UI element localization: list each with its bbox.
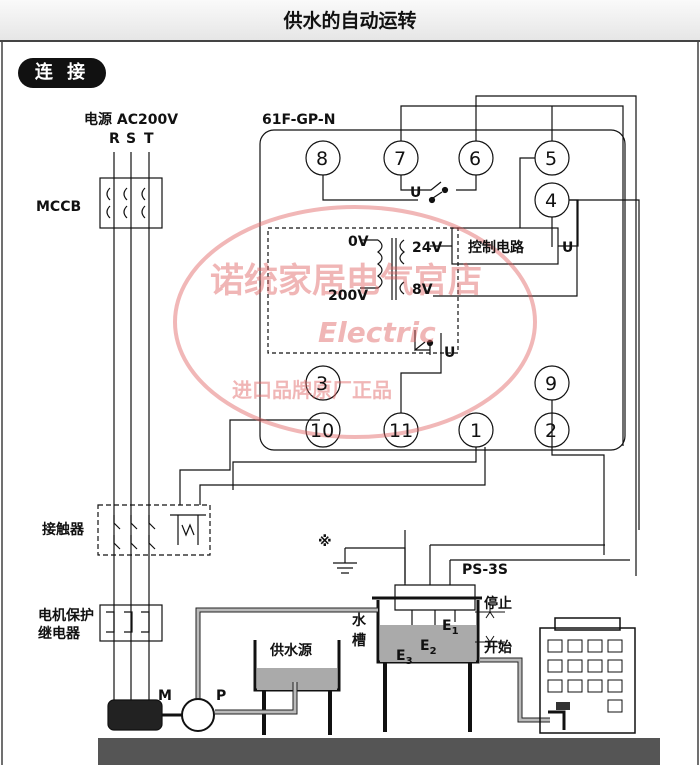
contactor-box (97, 504, 211, 556)
terminal-5-label: 5 (545, 148, 557, 170)
ground-strip (98, 738, 660, 765)
electrode-e3: E3 (396, 648, 413, 667)
tank-label-2: 槽 (352, 632, 366, 649)
terminal-10 (305, 412, 341, 448)
building-shape (539, 627, 636, 734)
watermark-en: Electric (318, 316, 436, 349)
watermark-cn: 诺统家居电气官店 (210, 261, 482, 301)
electrode-e1: E1 (442, 618, 459, 637)
terminal-11-label: 11 (389, 420, 413, 442)
relay-model: 61F-GP-N (262, 112, 335, 128)
pump-label: P (216, 688, 226, 704)
motor-relay-box (99, 604, 163, 642)
terminal-3-label: 3 (316, 373, 328, 395)
motor-label: M (158, 688, 172, 704)
page-title: 供水的自动运转 (0, 0, 700, 42)
watermark-sub: 进口品牌原厂正品 (232, 378, 392, 402)
terminal-3 (305, 365, 341, 401)
electrode-e2: E2 (420, 638, 437, 657)
phase-t: T (144, 131, 154, 147)
voltage-24v: 24V (412, 240, 442, 256)
voltage-0v: 0V (348, 234, 369, 250)
terminal-10-label: 10 (310, 420, 334, 442)
pump-shape (181, 698, 215, 732)
terminal-2-label: 2 (545, 420, 557, 442)
relay-contact-u-bottom: U (444, 345, 455, 361)
start-label: 开始 (484, 639, 512, 656)
contactor-label: 接触器 (42, 521, 85, 538)
terminal-6-label: 6 (469, 148, 481, 170)
control-u-label: U (562, 240, 573, 256)
tank-label-1: 水 (352, 612, 367, 629)
terminal-7-label: 7 (394, 148, 406, 170)
motor-relay-label-2: 继电器 (38, 625, 81, 642)
terminal-4-label: 4 (545, 190, 557, 212)
terminal-8-label: 8 (316, 148, 328, 170)
mccb-label: MCCB (36, 199, 81, 215)
ground-mark: ※ (318, 534, 332, 550)
terminal-1-label: 1 (470, 420, 482, 442)
motor-relay-label-1: 电机保护 (38, 607, 94, 624)
phase-r: R (109, 131, 120, 147)
voltage-200v: 200V (328, 288, 368, 304)
mccb-box (99, 177, 163, 229)
stop-label: 停止 (484, 595, 512, 612)
relay-61f-box (259, 129, 626, 451)
control-circuit-label: 控制电路 (468, 239, 525, 256)
relay-contact-u-top: U (410, 185, 421, 201)
phase-s: S (126, 131, 136, 147)
motor-shape (107, 699, 163, 731)
sensor-model: PS-3S (462, 562, 508, 578)
section-label: 连 接 (18, 58, 106, 88)
power-label: 电源 AC200V (84, 111, 178, 128)
water-source-label: 供水源 (269, 642, 312, 659)
terminal-9-label: 9 (545, 373, 557, 395)
voltage-8v: 8V (412, 282, 433, 298)
